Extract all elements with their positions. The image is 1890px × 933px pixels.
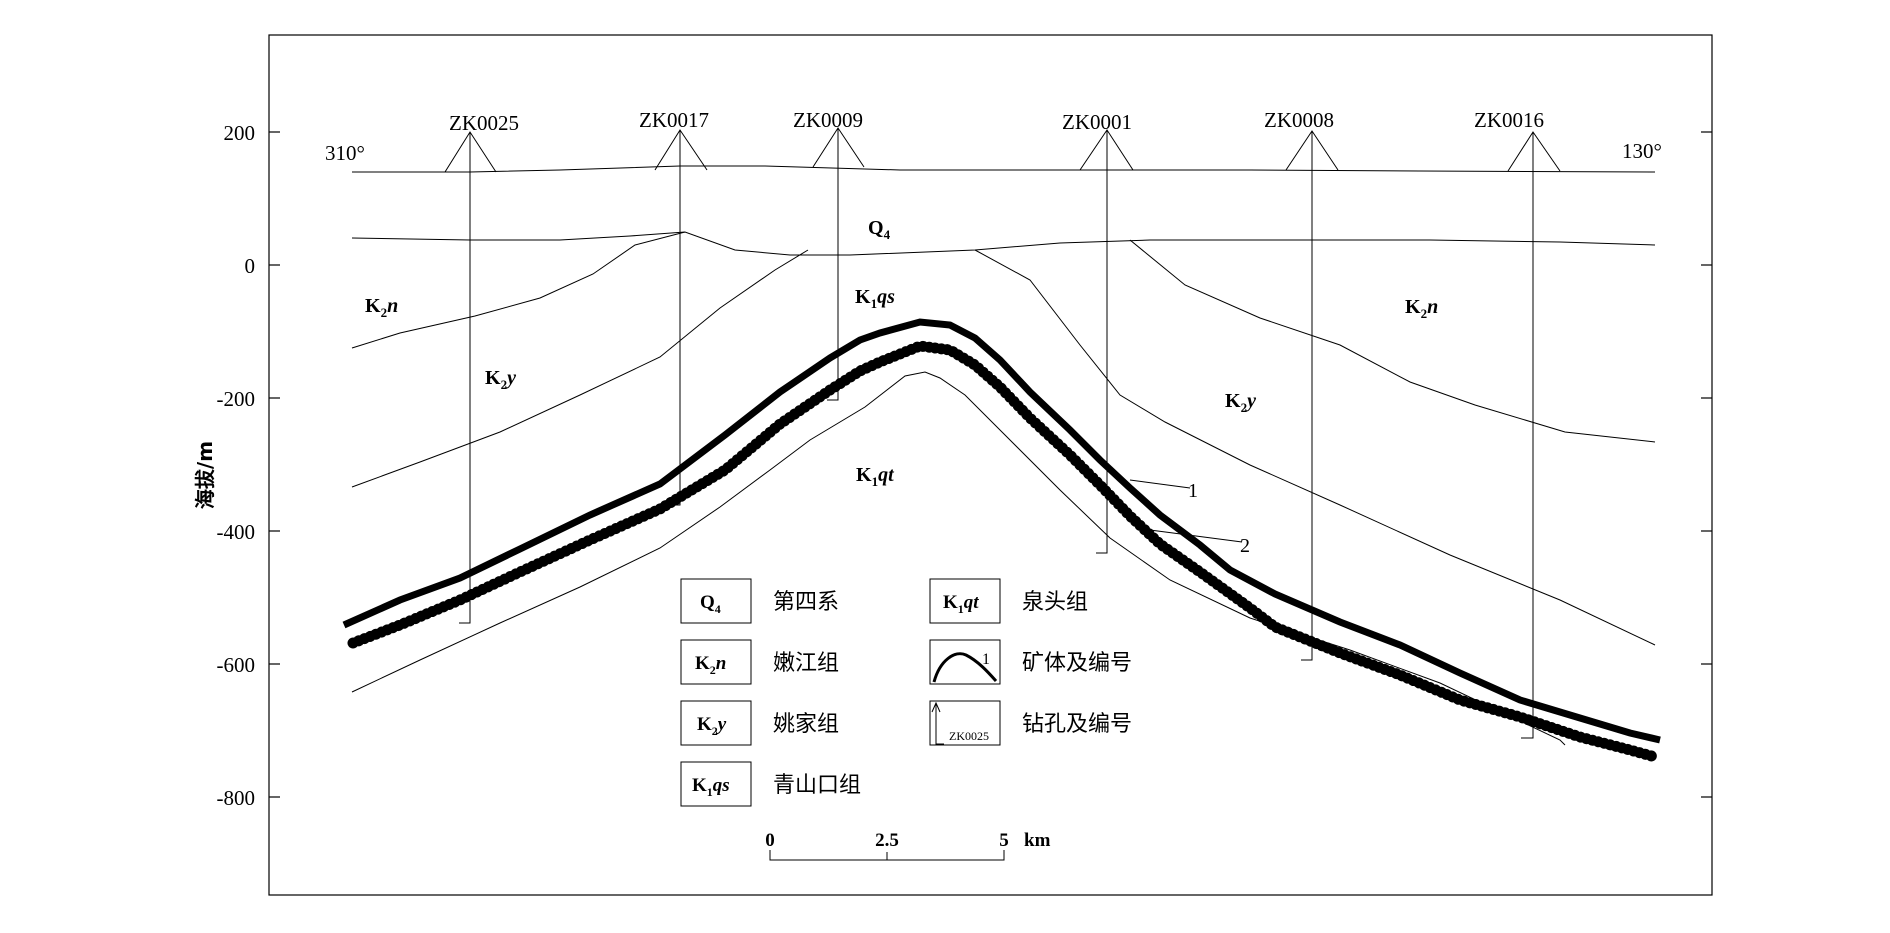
scale-tick-0: 0 [765, 830, 775, 851]
borehole-zk0008-label: ZK0008 [1264, 108, 1334, 132]
legend: Q4 第四系 K2n 嫩江组 K2y 姚家组 K1qs 青山口组 K1qt 泉头… [680, 578, 1132, 807]
plot-frame [268, 34, 1713, 896]
legend-text-orebody: 矿体及编号 [1022, 651, 1132, 676]
y-tick-minus-400: -400 [217, 520, 256, 544]
borehole-zk0017-label: ZK0017 [639, 108, 709, 132]
orebody-2-leader [1149, 529, 1243, 543]
unit-label-k2y-left: K2y [485, 367, 516, 392]
unit-label-q4: Q4 [868, 217, 891, 242]
direction-right: 130° [1622, 139, 1662, 163]
scale-bar: 0 2.5 5 km [765, 830, 1051, 861]
y-tick-minus-800: -800 [217, 786, 256, 810]
unit-label-k1qt: K1qt [856, 464, 895, 489]
y-tick-200: 200 [224, 121, 256, 145]
boreholes [444, 127, 1561, 739]
legend-text-k1qt: 泉头组 [1022, 590, 1088, 615]
legend-swatch-q4 [680, 578, 752, 624]
scale-tick-5: 5 [999, 830, 1009, 851]
borehole-zk0017-shaft [669, 130, 681, 506]
orebody-2-core [351, 342, 1656, 761]
legend-item-k2n: K2n 嫩江组 [680, 639, 839, 685]
borehole-zk0025-label: ZK0025 [449, 111, 519, 135]
scale-tick-2-5: 2.5 [875, 830, 899, 851]
borehole-zk0016-label: ZK0016 [1474, 108, 1544, 132]
k2n-base-line [351, 231, 686, 349]
orebody-1-leader [1129, 479, 1191, 489]
legend-symbol-q4: Q4 [700, 592, 721, 616]
borehole-zk0008-shaft [1301, 131, 1313, 661]
unit-label-k1qs: K1qs [855, 286, 895, 311]
q4-base-line [351, 231, 1656, 256]
y-tick-minus-600: -600 [217, 653, 256, 677]
orebody-2 [347, 340, 1661, 763]
legend-item-k1qs: K1qs 青山口组 [680, 761, 861, 807]
y-tick-minus-200: -200 [217, 387, 256, 411]
legend-item-orebody: 1 矿体及编号 [929, 639, 1132, 685]
unit-label-k2n-right: K2n [1405, 296, 1438, 321]
legend-swatch-k2y [680, 700, 752, 746]
y-axis-label: 海拔/m [193, 441, 217, 509]
legend-item-borehole: ZK0025 钻孔及编号 [929, 700, 1132, 746]
legend-item-q4: Q4 第四系 [680, 578, 839, 624]
k2n-base-line-right [1129, 239, 1656, 443]
unit-label-k2y-right: K2y [1225, 390, 1256, 415]
borehole-zk0025-shaft [459, 132, 471, 624]
direction-left: 310° [325, 141, 365, 165]
legend-text-k2n: 嫩江组 [773, 651, 839, 676]
k1qt-top-line [351, 371, 1566, 746]
legend-text-borehole: 钻孔及编号 [1022, 712, 1132, 737]
legend-text-k2y: 姚家组 [773, 712, 839, 737]
legend-symbol-k1qs: K1qs [692, 775, 730, 799]
k2y-base-line [351, 249, 809, 488]
surface-line [352, 165, 1656, 173]
scale-unit: km [1024, 830, 1051, 851]
legend-swatch-k1qt [929, 578, 1001, 624]
orebody-1 [342, 318, 1661, 744]
legend-symbol-k2n: K2n [695, 653, 726, 677]
y-tick-0: 0 [245, 254, 256, 278]
borehole-zk0001-shaft [1096, 130, 1108, 554]
legend-borehole-shaft [935, 703, 944, 745]
legend-text-k1qs: 青山口组 [773, 773, 861, 798]
k2y-base-line-right [974, 249, 1656, 646]
legend-swatch-k2n [680, 639, 752, 685]
legend-item-k2y: K2y 姚家组 [680, 700, 839, 746]
legend-item-k1qt: K1qt 泉头组 [929, 578, 1088, 624]
orebody-2-label: 2 [1240, 535, 1250, 557]
stratigraphic-boundaries [351, 165, 1656, 746]
legend-text-q4: 第四系 [773, 590, 839, 615]
legend-symbol-k1qt: K1qt [943, 592, 979, 616]
borehole-zk0001-label: ZK0001 [1062, 110, 1132, 134]
legend-orebody-number: 1 [982, 651, 990, 668]
legend-symbol-k2y: K2y [697, 714, 727, 738]
borehole-zk0017 [654, 129, 708, 171]
borehole-zk0009-shaft [827, 128, 839, 401]
legend-orebody-curve [932, 652, 998, 683]
orebody-1-label: 1 [1188, 480, 1198, 502]
unit-label-k2n-left: K2n [365, 295, 398, 320]
legend-swatch-k1qs [680, 761, 752, 807]
legend-swatch-borehole [929, 700, 1001, 746]
borehole-zk0016 [1507, 131, 1561, 172]
borehole-zk0009-label: ZK0009 [793, 108, 863, 132]
y-axis [269, 131, 1712, 798]
legend-borehole-id: ZK0025 [949, 729, 989, 743]
borehole-zk0016-shaft [1521, 132, 1534, 739]
legend-swatch-orebody [929, 639, 1001, 685]
